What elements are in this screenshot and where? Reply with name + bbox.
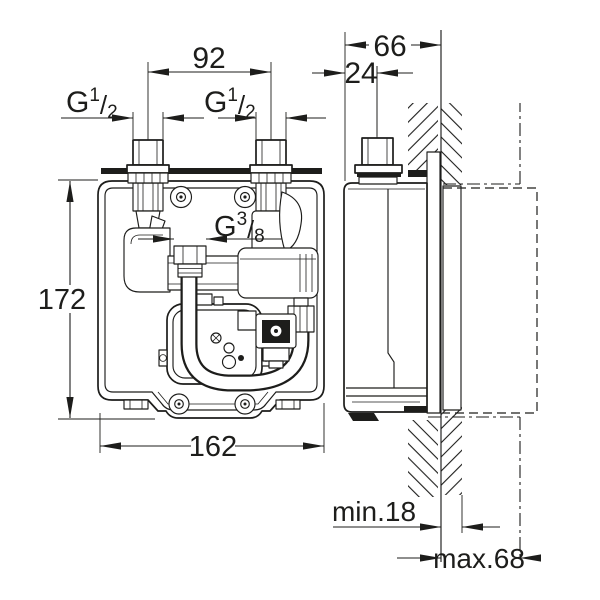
left-elbow — [123, 227, 171, 293]
dim-92-label: 92 — [192, 42, 225, 75]
led-indicator-2 — [221, 354, 237, 370]
box-tray-lip — [157, 391, 269, 405]
dimension-92: 92 — [148, 42, 271, 76]
led-indicator-1 — [223, 342, 235, 354]
dimension-162: 162 — [99, 403, 325, 463]
u-hose — [180, 272, 310, 392]
dim-max68-label: max.68 — [433, 543, 525, 574]
wall-layer-top-left — [408, 103, 438, 170]
thread-right — [255, 139, 287, 166]
box-inner-wall — [104, 187, 318, 411]
dimension-g12-left: G1/2 — [61, 85, 204, 139]
side-body — [343, 182, 428, 413]
dim-66-label: 66 — [373, 30, 406, 63]
dimension-min18: min.18 — [332, 496, 500, 531]
dim-min18-label: min.18 — [332, 496, 416, 527]
module-ear-left — [158, 349, 168, 367]
faceplate-collar — [442, 185, 462, 411]
module-screw — [210, 332, 222, 344]
dim-24-label: 24 — [344, 57, 377, 90]
electronics-module — [158, 293, 271, 385]
thread-left — [132, 139, 164, 166]
inlet-fitting-right — [249, 139, 293, 184]
thread-label-center: G3/8 — [214, 209, 265, 247]
dimension-172: 172 — [38, 179, 155, 420]
wall-layer-bottom-left — [408, 420, 438, 497]
mixer-body — [237, 247, 319, 299]
wall-layer-bottom-right — [441, 406, 462, 495]
mounting-rail — [101, 168, 322, 174]
dimension-g38: G3/8 — [138, 209, 282, 247]
bottom-screw-left — [168, 393, 190, 415]
check-valve-lever — [279, 191, 303, 252]
dim-172-label: 172 — [38, 284, 86, 316]
cable-clamp-2 — [213, 296, 224, 306]
inlet-fitting-left — [126, 139, 170, 184]
left-valve-assembly — [123, 182, 171, 293]
solenoid-valve — [255, 313, 297, 369]
dimension-24: 24 — [312, 57, 413, 136]
dim-162-label: 162 — [189, 431, 237, 463]
check-valve — [251, 182, 303, 253]
flange-left — [126, 164, 170, 174]
reference-planes — [428, 103, 521, 556]
screw-boss-right — [233, 185, 257, 209]
bottom-screw-right — [234, 393, 256, 415]
bottom-bracket — [348, 413, 379, 421]
locknut-left — [127, 172, 169, 184]
dimension-66: 66 — [344, 30, 441, 181]
bottom-seal — [404, 406, 427, 412]
box-rear-section — [426, 151, 441, 414]
locknut-right — [250, 172, 292, 184]
thread-label-left: G1/2 — [66, 85, 118, 123]
module-step — [237, 310, 257, 331]
cable-clamp — [195, 293, 213, 306]
side-body-step — [387, 189, 395, 388]
dimension-max68: max.68 — [397, 543, 541, 574]
top-seal — [408, 170, 427, 177]
dimension-g12-right: G1/2 — [204, 85, 326, 139]
wall-layer-top-right — [441, 103, 462, 185]
mounting-foot-left — [123, 399, 149, 410]
g38-hex-fitting — [173, 245, 207, 278]
led-dot — [238, 355, 244, 361]
screw-boss-left — [169, 185, 193, 209]
dashed-max-envelope — [443, 187, 538, 414]
wall-hatching — [408, 103, 462, 497]
thread-label-right: G1/2 — [204, 85, 256, 123]
flange-right — [249, 164, 293, 174]
side-view — [343, 30, 538, 562]
mounting-foot-right — [275, 399, 301, 410]
